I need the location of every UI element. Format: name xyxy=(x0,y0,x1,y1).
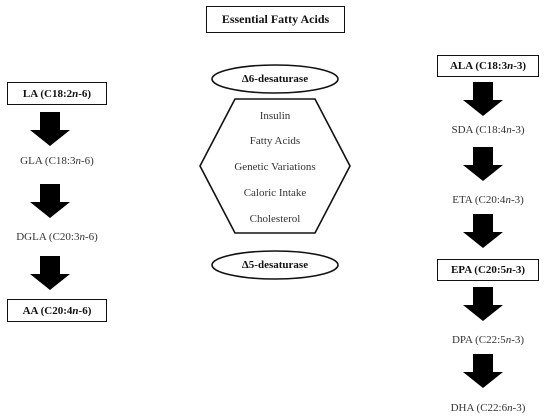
gla-label: GLA (C18:3n-6) xyxy=(20,155,94,167)
dpa-label: DPA (C22:5n-3) xyxy=(451,334,525,346)
eta-label: ETA (C20:4n-3) xyxy=(452,194,524,206)
regulators-hexagon xyxy=(199,98,351,234)
sda-label: SDA (C18:4n-3) xyxy=(451,124,525,136)
arrow-dpa-to-dha xyxy=(463,354,503,388)
aa-box: AA (C20:4n-6) xyxy=(7,299,107,322)
arrow-ala-to-sda xyxy=(463,82,503,116)
arrow-la-to-gla xyxy=(30,112,70,146)
arrow-epa-to-dpa xyxy=(463,287,503,321)
epa-label: EPA (C20:5n-3) xyxy=(450,264,526,276)
dha-label: DHA (C22:6n-3) xyxy=(450,402,526,414)
delta6-desaturase-oval xyxy=(211,64,339,94)
ala-box: ALA (C18:3n-3) xyxy=(437,55,539,77)
arrow-sda-to-eta xyxy=(463,147,503,181)
arrow-eta-to-epa xyxy=(463,214,503,248)
factor-insulin: Insulin xyxy=(259,110,291,122)
delta6-desaturase-label: Δ6-desaturase xyxy=(241,73,309,85)
la-label: LA (C18:2n-6) xyxy=(22,87,92,100)
epa-box: EPA (C20:5n-3) xyxy=(437,259,539,281)
delta5-desaturase-label: Δ5-desaturase xyxy=(241,259,309,271)
ala-label: ALA (C18:3n-3) xyxy=(449,60,527,72)
delta5-desaturase-oval xyxy=(211,250,339,280)
title-text: Essential Fatty Acids xyxy=(221,12,330,26)
la-box: LA (C18:2n-6) xyxy=(7,82,107,105)
factor-caloric-intake: Caloric Intake xyxy=(243,187,307,199)
arrow-gla-to-dgla xyxy=(30,184,70,218)
arrow-dgla-to-aa xyxy=(30,256,70,290)
factor-cholesterol: Cholesterol xyxy=(249,213,301,225)
aa-label: AA (C20:4n-6) xyxy=(22,304,92,317)
title-box: Essential Fatty Acids xyxy=(206,6,345,33)
dgla-label: DGLA (C20:3n-6) xyxy=(16,231,98,243)
factor-genetic-variations: Genetic Variations xyxy=(234,161,316,173)
factor-fatty-acids: Fatty Acids xyxy=(249,135,301,147)
